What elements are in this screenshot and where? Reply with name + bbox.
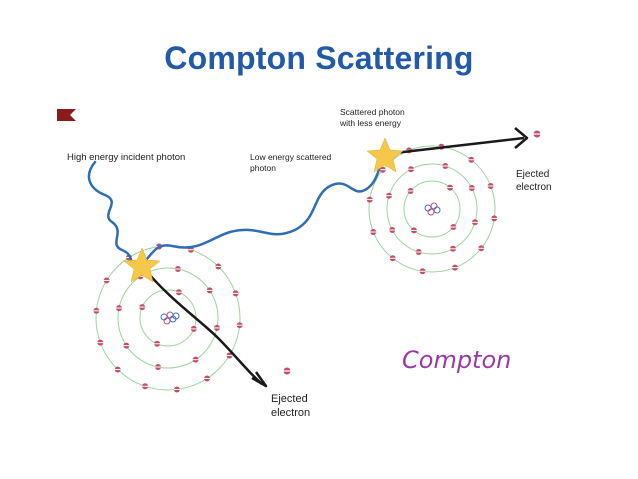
orbit-electron — [386, 192, 393, 199]
orbit-electron — [415, 248, 422, 255]
orbit-electron — [103, 277, 110, 284]
orbit-electron — [450, 224, 457, 231]
orbit-electron — [487, 183, 494, 190]
atom-right — [366, 143, 498, 275]
orbit-electron — [204, 375, 211, 382]
ejected-electron-arrow — [141, 265, 263, 385]
orbit-electron — [407, 187, 414, 194]
orbit-electron — [491, 215, 498, 222]
orbit-electron — [471, 219, 478, 226]
arrowhead — [514, 127, 529, 149]
orbit-electron — [173, 386, 180, 393]
orbit-electron — [366, 196, 373, 203]
orbit-electron — [419, 268, 426, 275]
orbit-electron — [408, 166, 415, 173]
orbit-electron — [451, 264, 458, 271]
orbit-electron — [468, 185, 475, 192]
orbit-electron — [175, 289, 182, 296]
orbit-electron — [114, 366, 121, 373]
slide-title: Compton Scattering — [164, 40, 474, 76]
orbit-electron — [232, 290, 239, 297]
scattered-photon-label: Scattered photon — [340, 107, 405, 117]
orbit-ring — [368, 145, 496, 273]
orbit-electron — [93, 307, 100, 314]
orbit-electron — [442, 163, 449, 170]
orbit-electron — [370, 228, 377, 235]
arrowhead — [251, 371, 268, 388]
orbit-electron — [190, 325, 197, 332]
orbit-electron — [123, 342, 130, 349]
orbit-electron — [174, 265, 181, 272]
orbit-electron — [154, 340, 161, 347]
incident-photon-wave — [87, 160, 142, 268]
orbit-electron — [379, 166, 386, 173]
scattered-photon-wave — [138, 156, 386, 268]
orbit-electron — [447, 184, 454, 191]
collision-star-icon — [123, 247, 161, 283]
orbit-electron — [206, 287, 213, 294]
orbit-electron — [236, 322, 243, 329]
orbit-ring — [117, 267, 219, 369]
ejected-electron-label-right-2: electron — [516, 182, 552, 193]
scattered-photon-label-2: with less energy — [339, 118, 402, 128]
orbit-electron — [214, 324, 221, 331]
ejected-electron-label-left-2: electron — [271, 407, 310, 419]
scattered-photon-arrow — [385, 136, 525, 156]
orbit-electron — [155, 364, 162, 371]
orbit-electron — [449, 245, 456, 252]
nucleus — [424, 202, 441, 216]
flag-icon — [57, 109, 76, 121]
atom-left — [93, 243, 243, 393]
nucleus — [160, 311, 180, 325]
collision-star-icon — [366, 137, 404, 173]
incident-photon-label: High energy incident photon — [67, 152, 185, 163]
orbit-ring — [386, 163, 478, 255]
orbit-electron — [468, 156, 475, 163]
ejected-electron-label-right: Ejected — [516, 169, 549, 180]
orbit-electron — [215, 263, 222, 270]
handwritten-annotation: Compton — [402, 346, 511, 374]
orbit-electron — [478, 245, 485, 252]
orbit-electron — [97, 339, 104, 346]
free-electron — [283, 367, 291, 375]
orbit-electron — [115, 305, 122, 312]
orbit-electron — [192, 356, 199, 363]
orbit-electron — [389, 226, 396, 233]
orbit-electron — [139, 304, 146, 311]
orbit-electron — [410, 227, 417, 234]
orbit-ring — [403, 180, 461, 238]
ejected-electron-label-left: Ejected — [271, 393, 308, 405]
orbit-electron — [142, 383, 149, 390]
orbit-electron — [226, 352, 233, 359]
free-electron — [533, 130, 541, 138]
orbit-electron — [389, 255, 396, 262]
low-energy-photon-label-2: photon — [250, 163, 276, 173]
low-energy-photon-label: Low energy scattered — [250, 152, 332, 162]
